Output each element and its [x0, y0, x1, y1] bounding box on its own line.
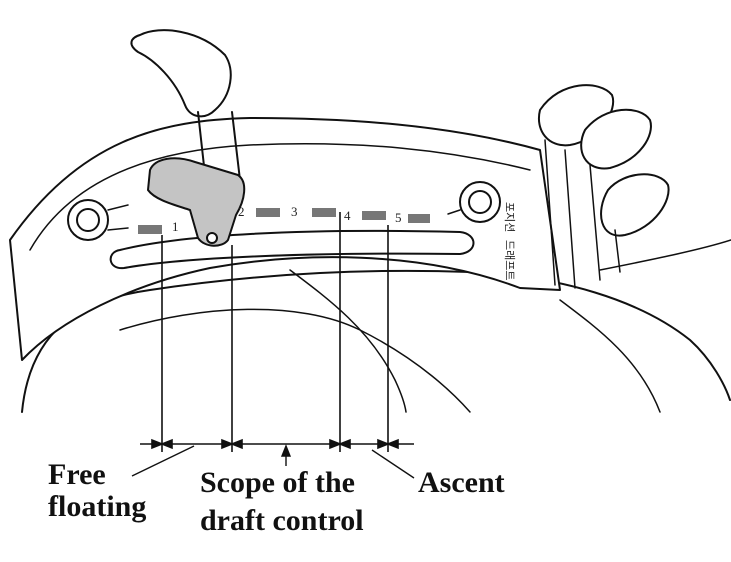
seat-curve-inner [289, 269, 407, 413]
leader-lines [131, 444, 415, 479]
left-knob-icon [67, 199, 129, 241]
console-panel [9, 117, 561, 361]
guide-slot [109, 229, 475, 270]
right-knob-icon [447, 181, 501, 223]
label-scope-1: Scope of the [200, 466, 355, 499]
position-lever-handle [130, 29, 232, 118]
draft-lever [147, 157, 246, 247]
label-ascent: Ascent [418, 466, 505, 499]
scale-number-2: 2 [238, 204, 245, 219]
label-scope-2: draft control [200, 504, 364, 537]
scale-bars [138, 208, 430, 234]
extension-lines [161, 212, 389, 452]
label-free-floating-2: floating [48, 490, 147, 523]
dimension-line [140, 438, 414, 450]
right-body [599, 239, 731, 271]
scale-number-1: 1 [172, 219, 179, 234]
label-free-floating-1: Free [48, 458, 106, 491]
scale-number-3: 3 [291, 204, 298, 219]
side-label-position: 포지션 [503, 202, 516, 232]
right-fender [559, 299, 661, 413]
console-inner-edge [29, 142, 531, 251]
side-label-draft: 드래프트 [503, 240, 516, 280]
seat-curve [119, 308, 471, 413]
hydraulic-levers [537, 84, 670, 289]
scale-number-4: 4 [344, 208, 351, 223]
scale-number-5: 5 [395, 210, 402, 225]
draft-lever-bolt-icon [206, 232, 218, 244]
